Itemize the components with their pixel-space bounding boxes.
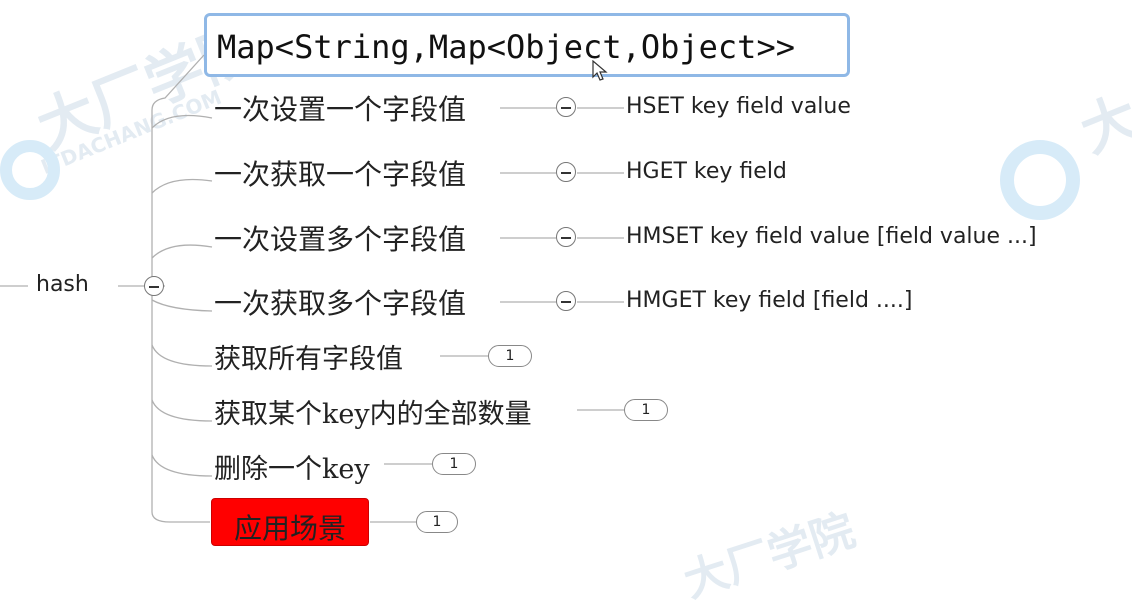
collapsed-count-badge[interactable]: 1 — [416, 511, 458, 533]
selected-node-text[interactable]: Map<String,Map<Object,Object>> — [217, 28, 795, 66]
watermark-brand-short: 大 — [1071, 84, 1132, 166]
collapse-toggle-hget[interactable] — [556, 162, 576, 182]
collapse-toggle-hmset[interactable] — [556, 227, 576, 247]
collapse-toggle-hmget[interactable] — [556, 291, 576, 311]
connector-branch — [151, 399, 213, 422]
collapsed-count-badge[interactable]: 1 — [488, 345, 532, 367]
child-node-hdel[interactable]: 删除一个key — [214, 454, 370, 485]
collapsed-count-badge[interactable]: 1 — [624, 399, 668, 421]
root-node-hash[interactable]: hash — [36, 272, 89, 297]
connector-branch — [151, 178, 213, 194]
watermark-logo-icon — [0, 140, 60, 200]
use-cases-label: 应用场景 — [233, 512, 346, 545]
connector-branch — [151, 454, 213, 477]
leaf-hset-command[interactable]: HSET key field value — [626, 94, 851, 119]
leaf-hmget-command[interactable]: HMGET key field [field ....] — [626, 288, 913, 313]
collapse-toggle-hset[interactable] — [556, 97, 576, 117]
collapsed-count-badge[interactable]: 1 — [432, 453, 476, 475]
connector-branch — [151, 344, 213, 367]
child-node-hget[interactable]: 一次获取一个字段值 — [214, 158, 467, 191]
connector-branch — [151, 244, 213, 259]
child-node-hset[interactable]: 一次设置一个字段值 — [214, 93, 467, 126]
child-node-hgetall[interactable]: 获取所有字段值 — [214, 344, 403, 375]
child-node-hmset[interactable]: 一次设置多个字段值 — [214, 223, 467, 256]
watermark-logo-icon — [1000, 140, 1080, 220]
cursor-icon — [592, 60, 608, 81]
connector-branch — [151, 299, 213, 312]
leaf-hget-command[interactable]: HGET key field — [626, 159, 787, 184]
leaf-hmset-command[interactable]: HMSET key field value [field value ...] — [626, 224, 1037, 249]
child-node-hmget[interactable]: 一次获取多个字段值 — [214, 287, 467, 320]
child-node-use-cases[interactable]: 应用场景 — [211, 498, 369, 546]
connector-trunk-down — [151, 286, 210, 523]
child-node-hlen[interactable]: 获取某个key内的全部数量 — [214, 399, 532, 430]
collapse-toggle-hash[interactable] — [144, 276, 164, 296]
watermark-brand-cn-bottom: 大厂学院 — [677, 504, 861, 608]
selected-node[interactable]: Map<String,Map<Object,Object>> — [204, 13, 850, 77]
